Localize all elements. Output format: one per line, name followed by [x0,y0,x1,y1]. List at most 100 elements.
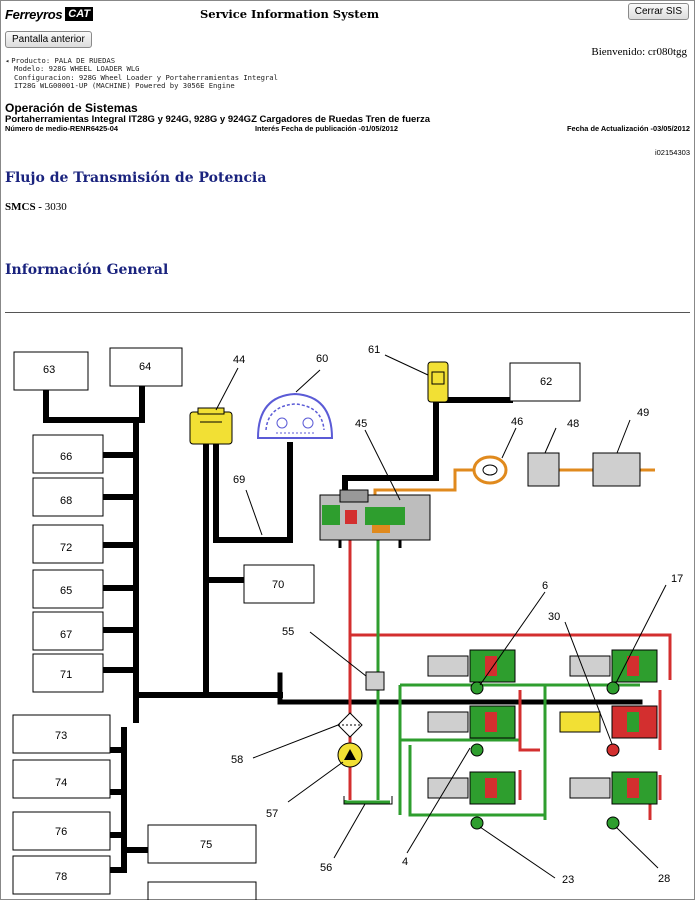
box-75 [147,824,257,864]
label-67: 67 [60,629,72,641]
box-67 [32,611,104,651]
label-23: 23 [562,874,574,886]
media-number: Número de medio-RENR6425-04 [5,124,118,133]
label-70: 70 [272,579,284,591]
box-64 [109,347,183,387]
clutch-lines [398,683,640,820]
config-line: Configuracion: 928G Wheel Loader y Porta… [14,72,278,82]
valve-supply-lines [518,690,662,820]
update-date: Fecha de Actualización -03/05/2012 [567,124,690,133]
harness-valves [277,672,643,705]
valve-17 [569,649,658,695]
hydraulic-pump-group [337,671,393,805]
box-65 [32,569,104,609]
config-line-2: IT28G WLG00001-UP (MACHINE) Powered by 3… [14,81,235,91]
solenoid-valves [427,649,658,830]
welcome-text: Bienvenido: cr080tgg [591,46,687,58]
label-62: 62 [540,376,552,388]
heading-power-flow: Flujo de Transmisión de Potencia [5,170,267,186]
box-partial [147,881,257,900]
box-74 [12,759,111,799]
chevron-left-icon[interactable]: ◂ [5,57,10,65]
smcs-value: 3030 [44,201,67,213]
valve-6 [427,649,516,695]
publication-date: Interés Fecha de publicación -01/05/2012 [255,124,398,133]
label-44: 44 [233,354,245,366]
label-63: 63 [43,364,55,376]
label-75: 75 [200,839,212,851]
sensor-connector-61 [427,361,449,403]
model-line: Modelo: 928G WHEEL LOADER WLG [14,64,140,74]
tank-56 [343,796,393,805]
box-66 [32,434,104,474]
label-65: 65 [60,585,72,597]
clutch-main-line [343,540,390,804]
box-72 [32,524,104,564]
label-58: 58 [231,754,243,766]
label-56: 56 [320,862,332,874]
valve-4 [427,705,516,757]
label-78: 78 [55,871,67,883]
smcs-label: SMCS - [5,201,45,213]
label-48: 48 [567,418,579,430]
label-55: 55 [282,626,294,638]
product-line: Producto: PALA DE RUEDAS [11,56,116,65]
label-73: 73 [55,730,67,742]
component-55 [365,671,385,691]
valve-23 [427,771,516,830]
label-60: 60 [316,353,328,365]
box-76 [12,811,111,851]
product-info: ◂Producto: PALA DE RUEDAS Modelo: 928G W… [5,56,278,91]
label-72: 72 [60,542,72,554]
system-title: Service Information System [200,7,380,21]
label-71: 71 [60,669,72,681]
box-78 [12,855,111,895]
powertrain-diagram: 63 64 44 60 61 62 66 68 72 65 67 71 69 4… [12,344,683,900]
label-76: 76 [55,826,67,838]
leader-lines [215,354,667,879]
valve-28 [569,771,658,830]
component-48 [527,452,560,487]
label-45: 45 [355,418,367,430]
label-46: 46 [511,416,523,428]
box-70 [243,564,315,604]
smcs-code: SMCS - 3030 [5,201,67,213]
section-title: Operación de Sistemas [5,101,138,115]
logo-brand: Ferreyros [5,6,63,22]
ecm-connector-44 [189,407,233,445]
box-71 [32,653,104,693]
transmission-control-valve-45 [319,489,431,548]
label-68: 68 [60,495,72,507]
document-subtitle: Portaherramientas Integral IT28G y 924G,… [5,114,431,125]
gauge-icon [256,392,334,439]
box-63 [13,351,89,391]
harness-44 [203,437,293,698]
box-68 [32,477,104,517]
harness-branches [101,452,139,673]
label-28: 28 [658,873,670,885]
box-73 [12,714,111,754]
callout-labels: 63 64 44 60 61 62 66 68 72 65 67 71 69 4… [43,344,683,886]
label-17: 17 [671,573,683,585]
ferreyros-cat-logo: Ferreyros CAT [5,6,94,22]
label-64: 64 [139,361,151,373]
label-61: 61 [368,344,380,356]
heading-general-info: Información General [5,262,169,278]
label-57: 57 [266,808,278,820]
harness-top [43,382,145,423]
label-69: 69 [233,474,245,486]
box-62 [509,362,581,402]
component-boxes [12,347,581,900]
label-4: 4 [402,856,408,868]
label-66: 66 [60,451,72,463]
label-74: 74 [55,777,67,789]
label-30: 30 [548,611,560,623]
back-button[interactable]: Pantalla anterior [5,31,92,48]
illustration-id: i02154303 [654,148,690,157]
close-sis-button[interactable]: Cerrar SIS [627,3,689,20]
label-49: 49 [637,407,649,419]
label-6: 6 [542,580,548,592]
component-49 [592,452,641,487]
lube-components [472,452,641,487]
valve-30 [559,705,658,757]
